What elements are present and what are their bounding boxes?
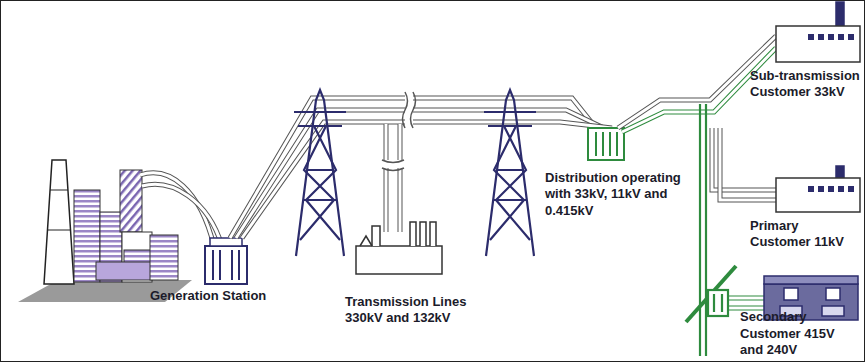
step-up-transformer (212, 250, 214, 280)
line-break-symbol (382, 160, 404, 163)
distribution-transformer (609, 132, 611, 156)
line-break-symbol (411, 92, 416, 128)
transmission-tower (294, 112, 346, 126)
distribution-transformer (616, 132, 618, 156)
transmission-tower (484, 90, 536, 256)
primary-customer-factory (776, 166, 860, 212)
distribution-pole (705, 104, 707, 356)
station-label: Generation Station (150, 288, 300, 304)
primary-customer-factory (808, 186, 814, 192)
transmission-wires (398, 124, 403, 232)
primary-customer-factory (818, 186, 824, 192)
primary-customer-label: Primary Customer 11kV (750, 218, 860, 251)
distribution-pole (686, 266, 736, 322)
transmission-tower (490, 126, 530, 240)
sub-transmission-factory (848, 34, 854, 40)
generation-station (150, 235, 178, 280)
secondary-customer-house (822, 306, 844, 316)
sub-transmission-label: Sub-transmission Customer 33kV (750, 68, 860, 101)
sub-transmission-factory (776, 2, 860, 62)
station-wires (142, 184, 222, 246)
distribution-pole (721, 294, 723, 312)
transmission-customer-factory (360, 236, 372, 246)
line-break-symbol (382, 168, 404, 171)
secondary-customer-house (784, 288, 798, 300)
sub-transmission-factory (836, 2, 844, 26)
sub-transmission-factory (828, 34, 834, 40)
transmission-tower (484, 112, 536, 126)
transmission-wires (385, 124, 388, 232)
distribution-pole (699, 104, 701, 356)
step-up-transformer (205, 246, 247, 284)
line-break-symbol (382, 92, 416, 171)
distribution-wires (720, 128, 776, 200)
sub-transmission-factory (838, 34, 844, 40)
sub-transmission-factory (776, 26, 860, 62)
transmission-customer-factory (356, 222, 442, 274)
transmission-wires (384, 124, 389, 232)
secondary-customer-house (764, 276, 858, 284)
transmission-customer-factory (356, 246, 442, 274)
secondary-customer-label: Secondary Customer 415V and 240V (740, 309, 860, 358)
generation-station (44, 160, 74, 284)
station-wires (140, 173, 222, 246)
step-up-transformer (238, 250, 240, 280)
transmission-customer-factory (372, 222, 436, 246)
distribution-transformer (588, 128, 624, 160)
transmission-wires (399, 124, 402, 232)
distribution-pole (713, 294, 715, 312)
transmission-tower (304, 170, 336, 200)
step-up-transformer (210, 238, 242, 246)
distribution-transformer (595, 132, 597, 156)
primary-customer-factory (828, 186, 834, 192)
generation-station (96, 262, 152, 280)
transmission-tower (486, 90, 534, 256)
step-up-transformer (205, 238, 247, 284)
transmission-tower (300, 126, 340, 240)
distribution-pole (686, 104, 736, 356)
step-up-transformer (231, 250, 233, 280)
transmission-label: Transmission Lines 330kV and 132kV (345, 294, 475, 327)
generation-station (50, 190, 68, 191)
primary-customer-factory (776, 178, 860, 212)
transmission-tower (494, 170, 526, 200)
distribution-wires (728, 296, 764, 301)
line-break-symbol (382, 160, 404, 168)
sub-transmission-factory (808, 34, 814, 40)
distribution-wires (728, 297, 764, 300)
primary-customer-factory (838, 186, 844, 192)
distribution-pole (708, 290, 728, 316)
primary-customer-factory (848, 186, 854, 192)
station-wires (142, 184, 222, 246)
distribution-label: Distribution operating with 33kV, 11kV a… (545, 170, 693, 219)
distribution-transformer (602, 132, 604, 156)
distribution-wires (728, 307, 764, 310)
secondary-customer-house (826, 288, 840, 300)
generation-station (120, 170, 142, 232)
generation-station (48, 230, 70, 231)
generation-station (18, 160, 192, 302)
step-up-transformer (219, 250, 221, 280)
distribution-transformer (588, 128, 624, 160)
sub-transmission-factory (818, 34, 824, 40)
transmission-tower (294, 90, 346, 256)
line-break-symbol (403, 92, 408, 128)
transmission-tower (296, 90, 344, 256)
distribution-wires (720, 128, 776, 200)
line-break-symbol (405, 92, 413, 128)
